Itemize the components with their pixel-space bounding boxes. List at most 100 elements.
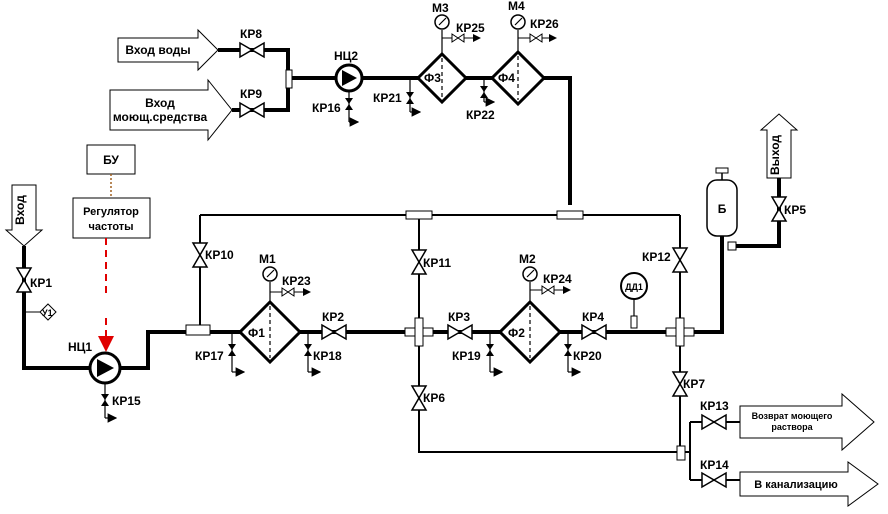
f1-label: Ф1 bbox=[248, 326, 265, 340]
main-inlet-label: Вход bbox=[13, 195, 27, 225]
tee-upper bbox=[285, 69, 293, 89]
kr18-label: КР18 bbox=[313, 349, 342, 363]
nc1-label: НЦ1 bbox=[68, 340, 92, 354]
kr3-label: КР3 bbox=[448, 310, 470, 324]
valve-kr26[interactable]: КР26 bbox=[518, 17, 559, 43]
pump-nc1[interactable]: НЦ1 bbox=[68, 340, 122, 385]
kr1-label: КР1 bbox=[30, 276, 52, 290]
m1-label: М1 bbox=[259, 252, 276, 266]
valve-kr13[interactable]: КР13 bbox=[700, 399, 729, 431]
sewer-outlet-arrow: В канализацию bbox=[739, 461, 879, 507]
kr21-label: КР21 bbox=[373, 91, 402, 105]
valve-kr9[interactable]: КР9 bbox=[239, 87, 265, 119]
kr20-label: КР20 bbox=[573, 349, 602, 363]
valve-kr24[interactable]: КР24 bbox=[530, 272, 572, 295]
valve-kr18[interactable]: КР18 bbox=[304, 332, 342, 377]
cross-mid-v bbox=[414, 317, 424, 347]
u1-label: У1 bbox=[42, 308, 53, 318]
filter-f1[interactable]: Ф1 bbox=[237, 299, 303, 365]
pump-nc2[interactable]: НЦ2 bbox=[334, 49, 364, 93]
kr19-label: КР19 bbox=[452, 349, 481, 363]
control-unit-bu[interactable]: БУ bbox=[86, 144, 136, 175]
sewer-label: В канализацию bbox=[754, 479, 838, 491]
water-inlet-label: Вход воды bbox=[125, 43, 190, 57]
valve-kr11[interactable]: КР11 bbox=[410, 249, 451, 275]
valve-kr19[interactable]: КР19 bbox=[452, 332, 504, 377]
tee-tank bbox=[727, 241, 737, 251]
tee-f1-inlet bbox=[185, 324, 211, 336]
kr23-label: КР23 bbox=[282, 274, 311, 288]
f4-label: Ф4 bbox=[498, 71, 515, 85]
kr26-label: КР26 bbox=[530, 17, 559, 31]
filter-f3[interactable]: Ф3 bbox=[415, 51, 469, 105]
kr17-label: КР17 bbox=[195, 349, 224, 363]
valve-kr7[interactable]: КР7 bbox=[671, 371, 705, 397]
valve-kr5[interactable]: КР5 bbox=[770, 196, 806, 222]
kr11-label: КР11 bbox=[423, 256, 451, 270]
bu-label: БУ bbox=[103, 153, 119, 167]
detergent-inlet-label-2: моющ.средства bbox=[113, 110, 208, 124]
detergent-inlet-arrow: Вход моющ.средства bbox=[109, 78, 233, 142]
valve-kr8[interactable]: КР8 bbox=[239, 27, 265, 59]
tee-header-right bbox=[556, 210, 584, 220]
kr4-label: КР4 bbox=[582, 310, 604, 324]
valve-kr25[interactable]: КР25 bbox=[442, 21, 485, 43]
regulator-label-2: частоты bbox=[88, 221, 133, 233]
pressure-sensor-dd1: ДД1 bbox=[620, 272, 648, 329]
kr25-label: КР25 bbox=[456, 21, 485, 35]
gauge-m1: М1 bbox=[259, 252, 278, 302]
gauge-m4: М4 bbox=[508, 0, 526, 52]
valve-kr15[interactable]: КР15 bbox=[101, 383, 141, 423]
tee-bottom bbox=[676, 445, 686, 461]
valve-kr23[interactable]: КР23 bbox=[270, 274, 311, 297]
valve-kr22[interactable]: КР22 bbox=[466, 78, 496, 122]
kr22-label: КР22 bbox=[466, 108, 495, 122]
filter-f4[interactable]: Ф4 bbox=[489, 49, 547, 107]
f3-label: Ф3 bbox=[424, 71, 441, 85]
valve-kr6[interactable]: КР6 bbox=[410, 385, 445, 411]
kr14-label: КР14 bbox=[700, 458, 729, 472]
valve-kr17[interactable]: КР17 bbox=[195, 332, 246, 377]
m3-label: М3 bbox=[432, 1, 449, 15]
kr8-label: КР8 bbox=[240, 27, 262, 41]
pipe-f2-to-outlet bbox=[560, 248, 724, 334]
f2-label: Ф2 bbox=[508, 326, 525, 340]
kr6-label: КР6 bbox=[423, 391, 445, 405]
main-outlet-arrow: Выход bbox=[759, 113, 799, 179]
return-outlet-arrow: Возврат моющего раствора bbox=[739, 392, 875, 452]
m4-label: М4 bbox=[508, 0, 525, 13]
m2-label: М2 bbox=[519, 252, 536, 266]
valve-kr16[interactable]: КР16 bbox=[312, 91, 360, 127]
valve-kr4[interactable]: КР4 bbox=[581, 310, 607, 341]
valve-kr21[interactable]: КР21 bbox=[373, 78, 422, 117]
tank-label: Б bbox=[718, 202, 727, 216]
cross-right-v bbox=[675, 317, 685, 347]
main-outlet-label: Выход bbox=[768, 135, 782, 175]
kr15-label: КР15 bbox=[112, 394, 141, 408]
valve-kr1[interactable]: КР1 bbox=[15, 267, 52, 293]
kr7-label: КР7 bbox=[683, 377, 705, 391]
dd1-label: ДД1 bbox=[625, 282, 643, 292]
pipe-mid-vertical bbox=[418, 219, 690, 453]
main-inlet-arrow: Вход bbox=[4, 184, 44, 247]
kr16-label: КР16 bbox=[312, 101, 341, 115]
valve-kr2[interactable]: КР2 bbox=[321, 310, 347, 341]
kr2-label: КР2 bbox=[322, 310, 344, 324]
kr9-label: КР9 bbox=[240, 87, 262, 101]
valve-kr14[interactable]: КР14 bbox=[700, 458, 729, 489]
kr5-label: КР5 bbox=[784, 203, 806, 217]
return-label-2: раствора bbox=[771, 422, 813, 432]
level-sensor-u1: У1 bbox=[24, 303, 57, 321]
pipe-f4-to-main bbox=[544, 76, 572, 205]
valve-kr3[interactable]: КР3 bbox=[447, 310, 473, 341]
kr10-label: КР10 bbox=[205, 248, 234, 262]
frequency-regulator[interactable]: Регулятор частоты bbox=[72, 197, 151, 239]
filter-f2[interactable]: Ф2 bbox=[497, 299, 563, 365]
regulator-label-1: Регулятор bbox=[83, 206, 139, 218]
detergent-inlet-label-1: Вход bbox=[145, 96, 175, 110]
valve-kr20[interactable]: КР20 bbox=[564, 332, 602, 377]
kr24-label: КР24 bbox=[543, 272, 572, 286]
valve-kr12[interactable]: КР12 bbox=[642, 247, 689, 273]
valve-kr10[interactable]: КР10 bbox=[191, 242, 234, 268]
